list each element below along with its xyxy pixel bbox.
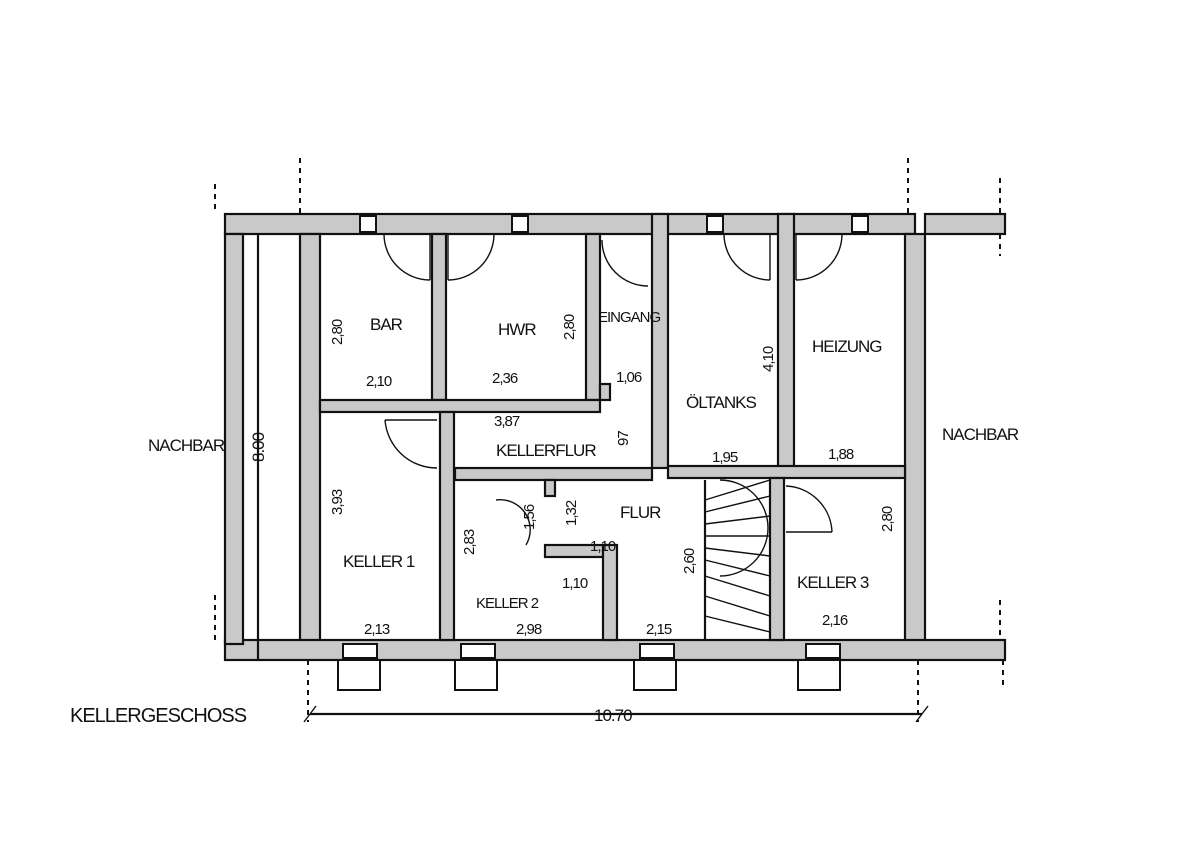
dim-flur-height-2: 1,32 bbox=[563, 500, 580, 526]
room-bar: BAR bbox=[370, 315, 403, 334]
dim-bar-height: 2,80 bbox=[329, 319, 346, 345]
room-keller3: KELLER 3 bbox=[797, 573, 869, 592]
dim-stair-width: 2,15 bbox=[646, 621, 672, 638]
plan-title: KELLERGESCHOSS bbox=[70, 705, 247, 727]
neighbor-right-label: NACHBAR bbox=[942, 425, 1019, 444]
interior-walls bbox=[318, 212, 907, 642]
neighbor-left-label: NACHBAR bbox=[148, 436, 225, 455]
windows bbox=[337, 215, 869, 691]
dim-flur-height-1: 1,56 bbox=[521, 504, 538, 530]
dim-keller2-step: 1,10 bbox=[562, 575, 588, 592]
dim-keller2-height: 2,83 bbox=[461, 529, 478, 555]
dim-keller2-width: 2,98 bbox=[516, 621, 542, 638]
labels: KELLERGESCHOSS NACHBAR NACHBAR 8.00 10.7… bbox=[70, 309, 1020, 727]
overall-height-label: 8.00 bbox=[249, 432, 268, 462]
dim-oltanks-height: 4,10 bbox=[760, 346, 777, 372]
room-heizung: HEIZUNG bbox=[812, 337, 882, 356]
dim-keller3-height: 2,80 bbox=[879, 506, 896, 532]
room-flur: FLUR bbox=[620, 503, 661, 522]
dim-oltanks-width: 1,95 bbox=[712, 449, 738, 466]
dim-hwr-width: 2,36 bbox=[492, 370, 518, 387]
dim-kellerflur-height: 97 bbox=[615, 431, 632, 446]
staircase bbox=[703, 479, 771, 640]
room-oltanks: ÖLTANKS bbox=[686, 393, 756, 412]
room-eingang: EINGANG bbox=[598, 309, 661, 326]
dim-flur-width: 1,10 bbox=[590, 538, 616, 555]
dim-kellerflur-width: 3,87 bbox=[494, 413, 520, 430]
dim-hwr-height: 2,80 bbox=[561, 314, 578, 340]
dim-keller1-height: 3,93 bbox=[329, 489, 346, 515]
doors bbox=[383, 233, 843, 546]
room-keller1: KELLER 1 bbox=[343, 552, 415, 571]
dim-keller3-width: 2,16 bbox=[822, 612, 848, 629]
dimension-lines bbox=[214, 158, 1004, 723]
dim-bar-width: 2,10 bbox=[366, 373, 392, 390]
dim-eingang-width: 1,06 bbox=[616, 369, 642, 386]
room-hwr: HWR bbox=[498, 320, 536, 339]
dim-heizung-width: 1,88 bbox=[828, 446, 854, 463]
overall-width-label: 10.70 bbox=[594, 706, 632, 725]
room-keller2: KELLER 2 bbox=[476, 595, 539, 612]
dim-stair-height: 2,60 bbox=[681, 548, 698, 574]
room-kellerflur: KELLERFLUR bbox=[496, 441, 596, 460]
dim-keller1-width: 2,13 bbox=[364, 621, 390, 638]
